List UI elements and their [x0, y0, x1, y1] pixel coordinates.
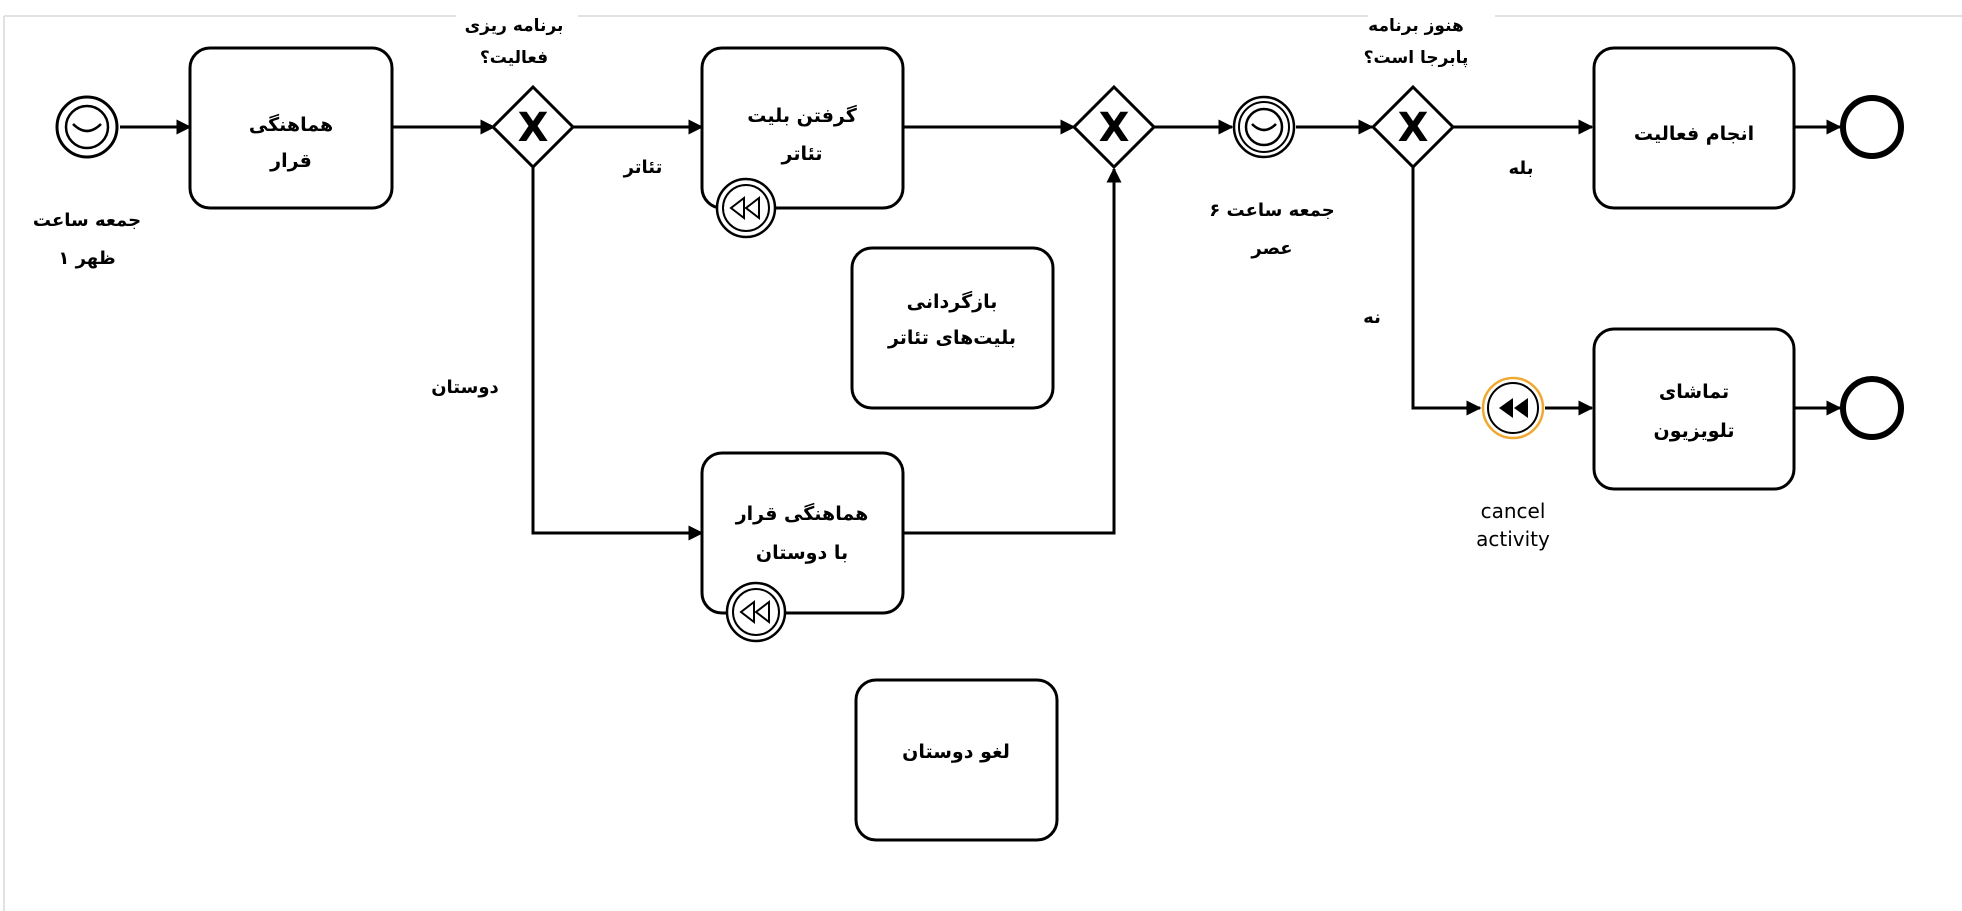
flow-friends-to-merge	[903, 167, 1122, 535]
task-coordinate-with-friends-label-2: با دوستان	[756, 542, 848, 564]
intermediate-timer-label-1: جمعه ساعت ۶	[1209, 200, 1334, 221]
task-return-theatre-tickets-label-2: بلیت‌های تئاتر	[887, 327, 1016, 349]
gateway-still-planned-label-2: پابرجا است؟	[1364, 48, 1469, 68]
gateway-still-planned-label-1: هنوز برنامه	[1368, 16, 1464, 36]
task-cancel-friends[interactable]: لغو دوستان	[854, 678, 1059, 842]
start-timer-label-1: جمعه ساعت	[33, 210, 141, 231]
gateway-merge[interactable]: X	[1071, 84, 1157, 170]
compensation-event-ticket[interactable]	[715, 177, 777, 239]
rewind-icon	[729, 195, 760, 221]
gateway-x-marker: X	[1099, 105, 1130, 151]
task-coordinate-with-friends-label-1: هماهنگی قرار	[735, 502, 869, 525]
compensation-event-friends[interactable]	[725, 581, 787, 643]
canvas-frame	[3, 15, 1962, 911]
cancel-activity-label-1: cancel	[1481, 499, 1546, 523]
task-get-theatre-ticket-label-1: گرفتن بلیت	[747, 104, 857, 127]
gateway-x-marker: X	[518, 105, 549, 151]
intermediate-timer-event[interactable]	[1232, 95, 1296, 159]
flow-gateway-to-friends	[531, 167, 704, 541]
end-event-activity[interactable]	[1840, 95, 1904, 159]
start-timer-event[interactable]	[55, 95, 119, 159]
flow-label-no: نه	[1363, 307, 1381, 328]
task-coordinate-with-friends[interactable]: هماهنگی قرار با دوستان	[700, 451, 905, 615]
task-do-activity[interactable]: انجام فعالیت	[1592, 46, 1796, 210]
flow-gateway-to-cancel	[1411, 167, 1482, 416]
flow-label-theatre: تئاتر	[623, 157, 663, 178]
cancel-activity-label-2: activity	[1476, 527, 1550, 551]
gateway-plan-activity-label-1: برنامه ریزی	[465, 16, 564, 36]
rewind-icon	[739, 599, 770, 625]
clock-icon	[1244, 107, 1284, 147]
intermediate-timer-label-2: عصر	[1250, 238, 1292, 259]
task-do-activity-label: انجام فعالیت	[1634, 123, 1754, 145]
end-event-tv[interactable]	[1840, 376, 1904, 440]
task-watch-tv[interactable]: تماشای تلویزیون	[1592, 327, 1796, 491]
start-timer-label-2: ۱ ظهر	[58, 248, 115, 269]
flow-label-friends: دوستان	[431, 377, 499, 398]
task-coordinate-date-label-2: قرار	[269, 150, 312, 172]
task-get-theatre-ticket-label-2: تئاتر	[781, 143, 823, 165]
clock-icon	[64, 104, 110, 150]
task-coordinate-date[interactable]: هماهنگی قرار	[188, 46, 394, 210]
task-watch-tv-label-2: تلویزیون	[1653, 420, 1734, 442]
task-return-theatre-tickets-label-1: بازگردانی	[907, 290, 998, 313]
gateway-x-marker: X	[1398, 105, 1429, 151]
task-get-theatre-ticket[interactable]: گرفتن بلیت تئاتر	[700, 46, 905, 210]
rewind-filled-icon	[1499, 398, 1528, 418]
gateway-still-planned[interactable]: X	[1370, 84, 1456, 170]
gateway-plan-activity[interactable]: X	[490, 84, 576, 170]
task-coordinate-date-label-1: هماهنگی	[249, 113, 333, 136]
task-return-theatre-tickets[interactable]: بازگردانی بلیت‌های تئاتر	[850, 246, 1055, 410]
gateway-plan-activity-label-2: فعالیت؟	[480, 48, 548, 68]
sequence-flows	[120, 119, 1842, 541]
task-watch-tv-label-1: تماشای	[1659, 381, 1729, 403]
flow-label-yes: بله	[1508, 158, 1533, 179]
cancel-activity-event[interactable]	[1481, 376, 1545, 440]
task-cancel-friends-label: لغو دوستان	[902, 741, 1010, 763]
